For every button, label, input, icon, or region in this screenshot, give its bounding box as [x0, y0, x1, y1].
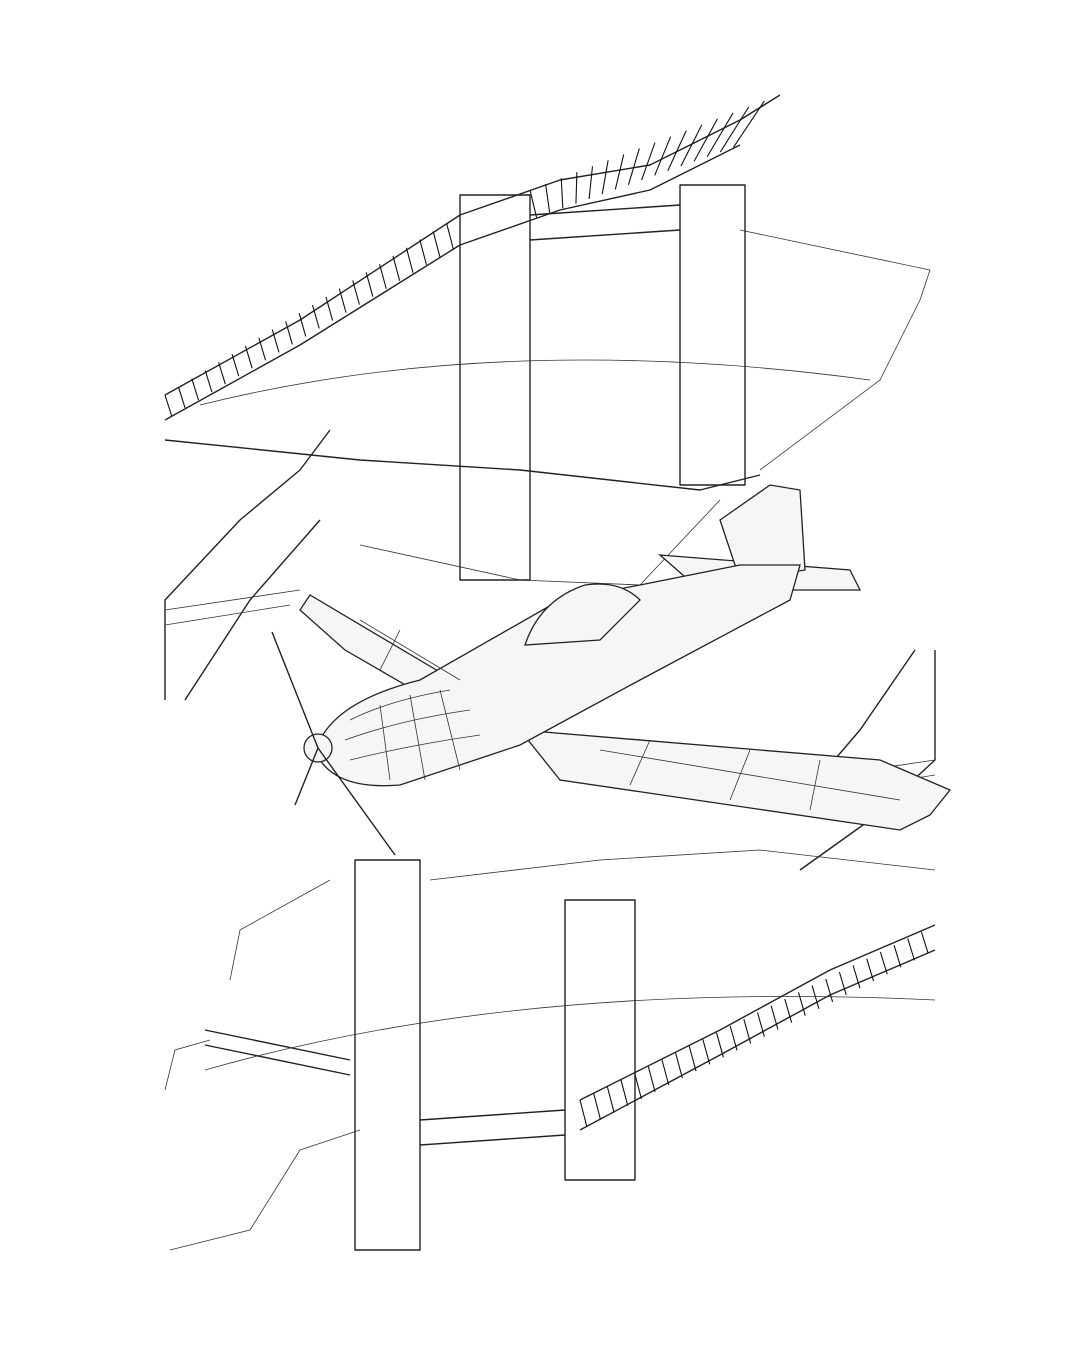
truss-strut — [667, 130, 687, 172]
truss-strut — [680, 124, 703, 167]
truss-strut — [258, 337, 267, 361]
truss-strut — [218, 362, 226, 385]
lower-tower-right — [564, 899, 636, 1181]
truss-strut — [838, 971, 847, 996]
truss-strut — [641, 142, 656, 181]
truss-strut — [614, 154, 625, 190]
aircraft-wing-panels — [359, 619, 901, 811]
upper-bridge-deck — [164, 439, 761, 491]
truss-strut — [606, 1086, 615, 1113]
lower-bridge-arch-truss-bottom — [579, 949, 936, 1131]
truss-strut — [811, 985, 820, 1010]
truss-strut — [271, 329, 280, 353]
truss-strut — [244, 345, 253, 369]
truss-strut — [338, 288, 347, 313]
truss-strut — [529, 189, 538, 218]
truss-strut — [311, 304, 320, 329]
lower-truss-lattice — [579, 931, 929, 1127]
upper-tower-right — [679, 184, 746, 486]
truss-strut — [285, 321, 293, 345]
upper-tower-crossbeam — [529, 204, 681, 241]
truss-strut — [920, 931, 929, 954]
truss-strut — [706, 112, 734, 157]
lower-bridge-underside — [164, 879, 361, 1251]
truss-strut — [770, 1005, 779, 1030]
truss-strut — [784, 998, 793, 1023]
truss-strut — [879, 951, 888, 975]
truss-strut — [432, 231, 441, 258]
lower-tower-crossbeam — [419, 1109, 566, 1146]
upper-bridge-underside — [359, 229, 931, 586]
aircraft-canopy — [524, 583, 641, 646]
truss-strut — [893, 945, 902, 968]
truss-strut — [688, 1046, 697, 1072]
aircraft-cowling-grid — [344, 689, 481, 781]
truss-strut — [231, 353, 240, 377]
truss-strut — [661, 1059, 670, 1086]
lower-bridge-arch-truss-top — [579, 924, 936, 1101]
truss-strut — [907, 938, 916, 961]
lower-tower-left — [354, 859, 421, 1251]
upper-left-stair-truss — [164, 429, 331, 701]
truss-strut — [756, 1012, 765, 1037]
truss-strut — [164, 394, 173, 417]
truss-strut — [634, 1072, 642, 1099]
truss-strut — [693, 118, 718, 162]
truss-strut — [716, 1032, 724, 1058]
truss-strut — [732, 100, 765, 148]
lower-left-truss — [204, 1029, 351, 1076]
truss-strut — [352, 280, 360, 305]
truss-strut — [560, 178, 564, 209]
truss-strut — [177, 386, 186, 409]
truss-strut — [620, 1079, 629, 1106]
truss-strut — [575, 172, 578, 204]
truss-strut — [719, 106, 750, 153]
truss-strut — [298, 313, 307, 337]
truss-strut — [405, 247, 414, 273]
truss-strut — [579, 1099, 588, 1127]
truss-strut — [627, 148, 640, 186]
truss-strut — [392, 255, 401, 281]
truss-strut — [588, 166, 594, 199]
truss-strut — [325, 296, 334, 321]
upper-left-deck — [164, 589, 301, 626]
truss-strut — [729, 1025, 738, 1051]
truss-strut — [601, 160, 609, 195]
truss-strut — [446, 223, 454, 250]
propeller-aircraft — [271, 484, 952, 856]
upper-bridge — [164, 94, 931, 701]
upper-truss-lattice — [164, 100, 765, 417]
truss-strut — [702, 1039, 711, 1065]
truss-strut — [545, 183, 551, 214]
truss-strut — [852, 965, 861, 989]
lower-bridge-deck — [429, 849, 936, 881]
truss-strut — [593, 1093, 602, 1120]
truss-strut — [654, 136, 672, 176]
aircraft-fuselage — [319, 564, 801, 787]
lower-bridge-cable — [204, 995, 936, 1071]
truss-strut — [647, 1066, 656, 1093]
truss-strut — [379, 263, 387, 289]
upper-tower-left — [459, 194, 531, 581]
propeller-icon — [271, 631, 396, 856]
upper-bridge-arch-truss-bottom — [164, 144, 741, 421]
truss-strut — [191, 378, 200, 401]
upper-bridge-cable — [199, 359, 871, 406]
aircraft-right-wing — [518, 729, 952, 831]
truss-strut — [825, 978, 834, 1003]
upper-bridge-arch-truss-top — [164, 94, 781, 396]
truss-strut — [365, 272, 374, 297]
truss-strut — [419, 239, 428, 266]
truss-strut — [204, 370, 213, 393]
truss-strut — [743, 1019, 752, 1044]
truss-strut — [675, 1052, 683, 1079]
truss-strut — [866, 958, 875, 982]
